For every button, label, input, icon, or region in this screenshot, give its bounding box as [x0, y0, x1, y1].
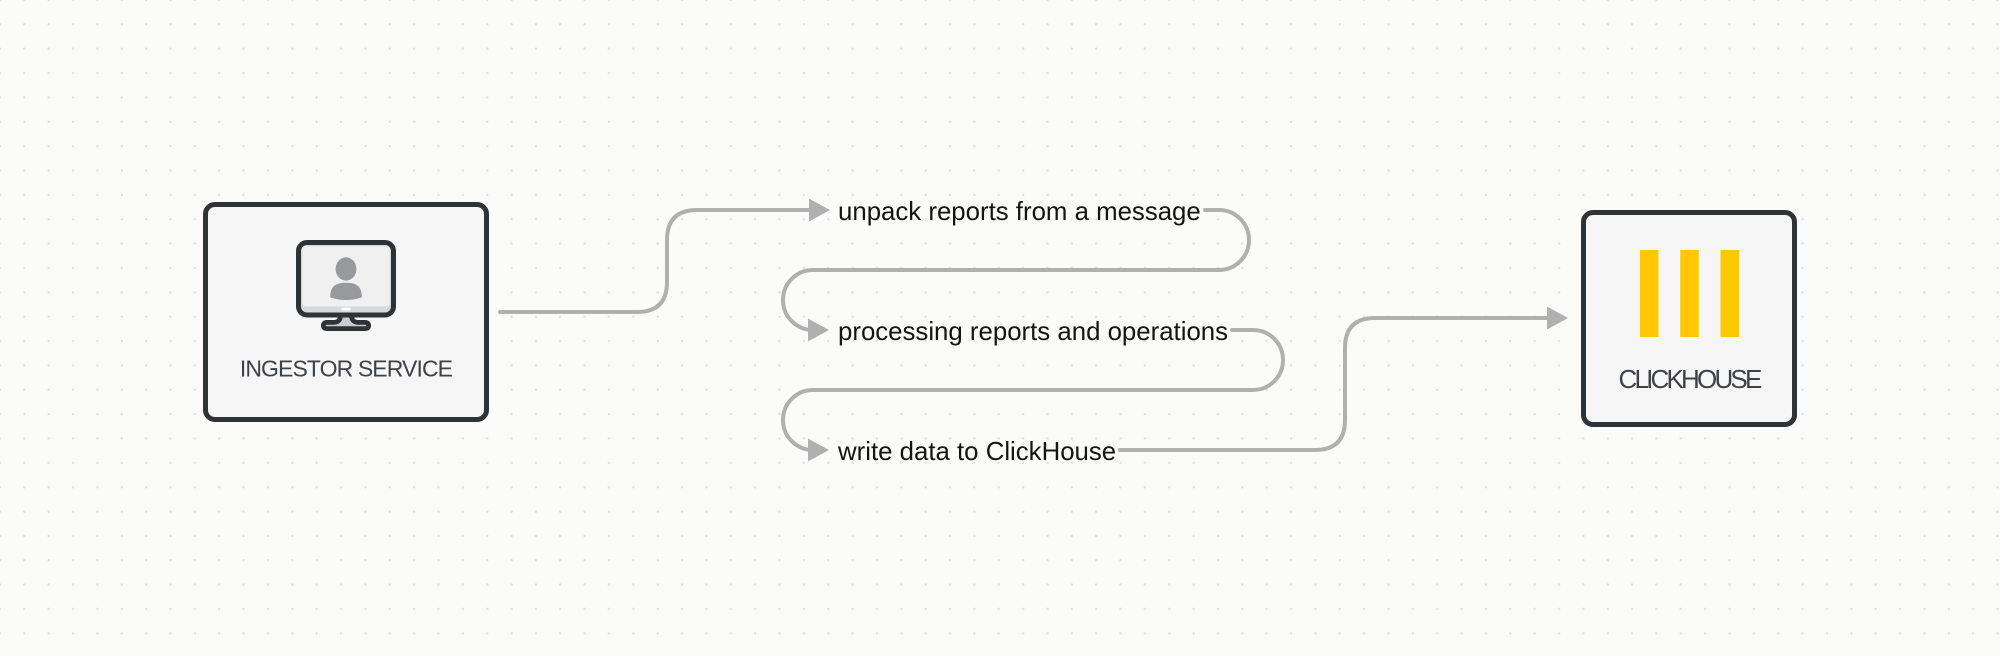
clickhouse-bar-2	[1680, 250, 1699, 337]
step-label-processing: processing reports and operations	[838, 317, 1229, 346]
clickhouse-logo-icon	[1640, 250, 1739, 337]
connector-step3-to-clickhouse	[1118, 316, 1549, 452]
clickhouse-bar-1	[1640, 250, 1659, 337]
step-label-unpack: unpack reports from a message	[838, 197, 1201, 226]
connector-ingestor-to-step1	[498, 208, 815, 314]
clickhouse-bar-3	[1720, 250, 1739, 337]
arrowhead-clickhouse	[1547, 306, 1568, 330]
connector-step2-to-step3	[781, 328, 1285, 452]
arrowhead-step1	[809, 198, 830, 222]
arrowhead-step3	[808, 438, 829, 462]
arrowhead-step2	[808, 318, 829, 342]
node-ingestor-service[interactable]: INGESTOR SERVICE	[203, 202, 489, 422]
ingestor-service-label: INGESTOR SERVICE	[239, 355, 453, 381]
clickhouse-label: CLICKHOUSE	[1618, 363, 1762, 394]
person-head	[335, 257, 357, 281]
connector-step1-to-step2	[781, 208, 1251, 332]
person-shoulders	[330, 282, 362, 301]
step-label-write: write data to ClickHouse	[838, 437, 1117, 466]
node-clickhouse[interactable]: CLICKHOUSE	[1581, 210, 1797, 427]
monitor-indicator	[341, 307, 351, 311]
monitor-stand	[321, 308, 371, 331]
workstation-user-icon	[296, 240, 396, 331]
